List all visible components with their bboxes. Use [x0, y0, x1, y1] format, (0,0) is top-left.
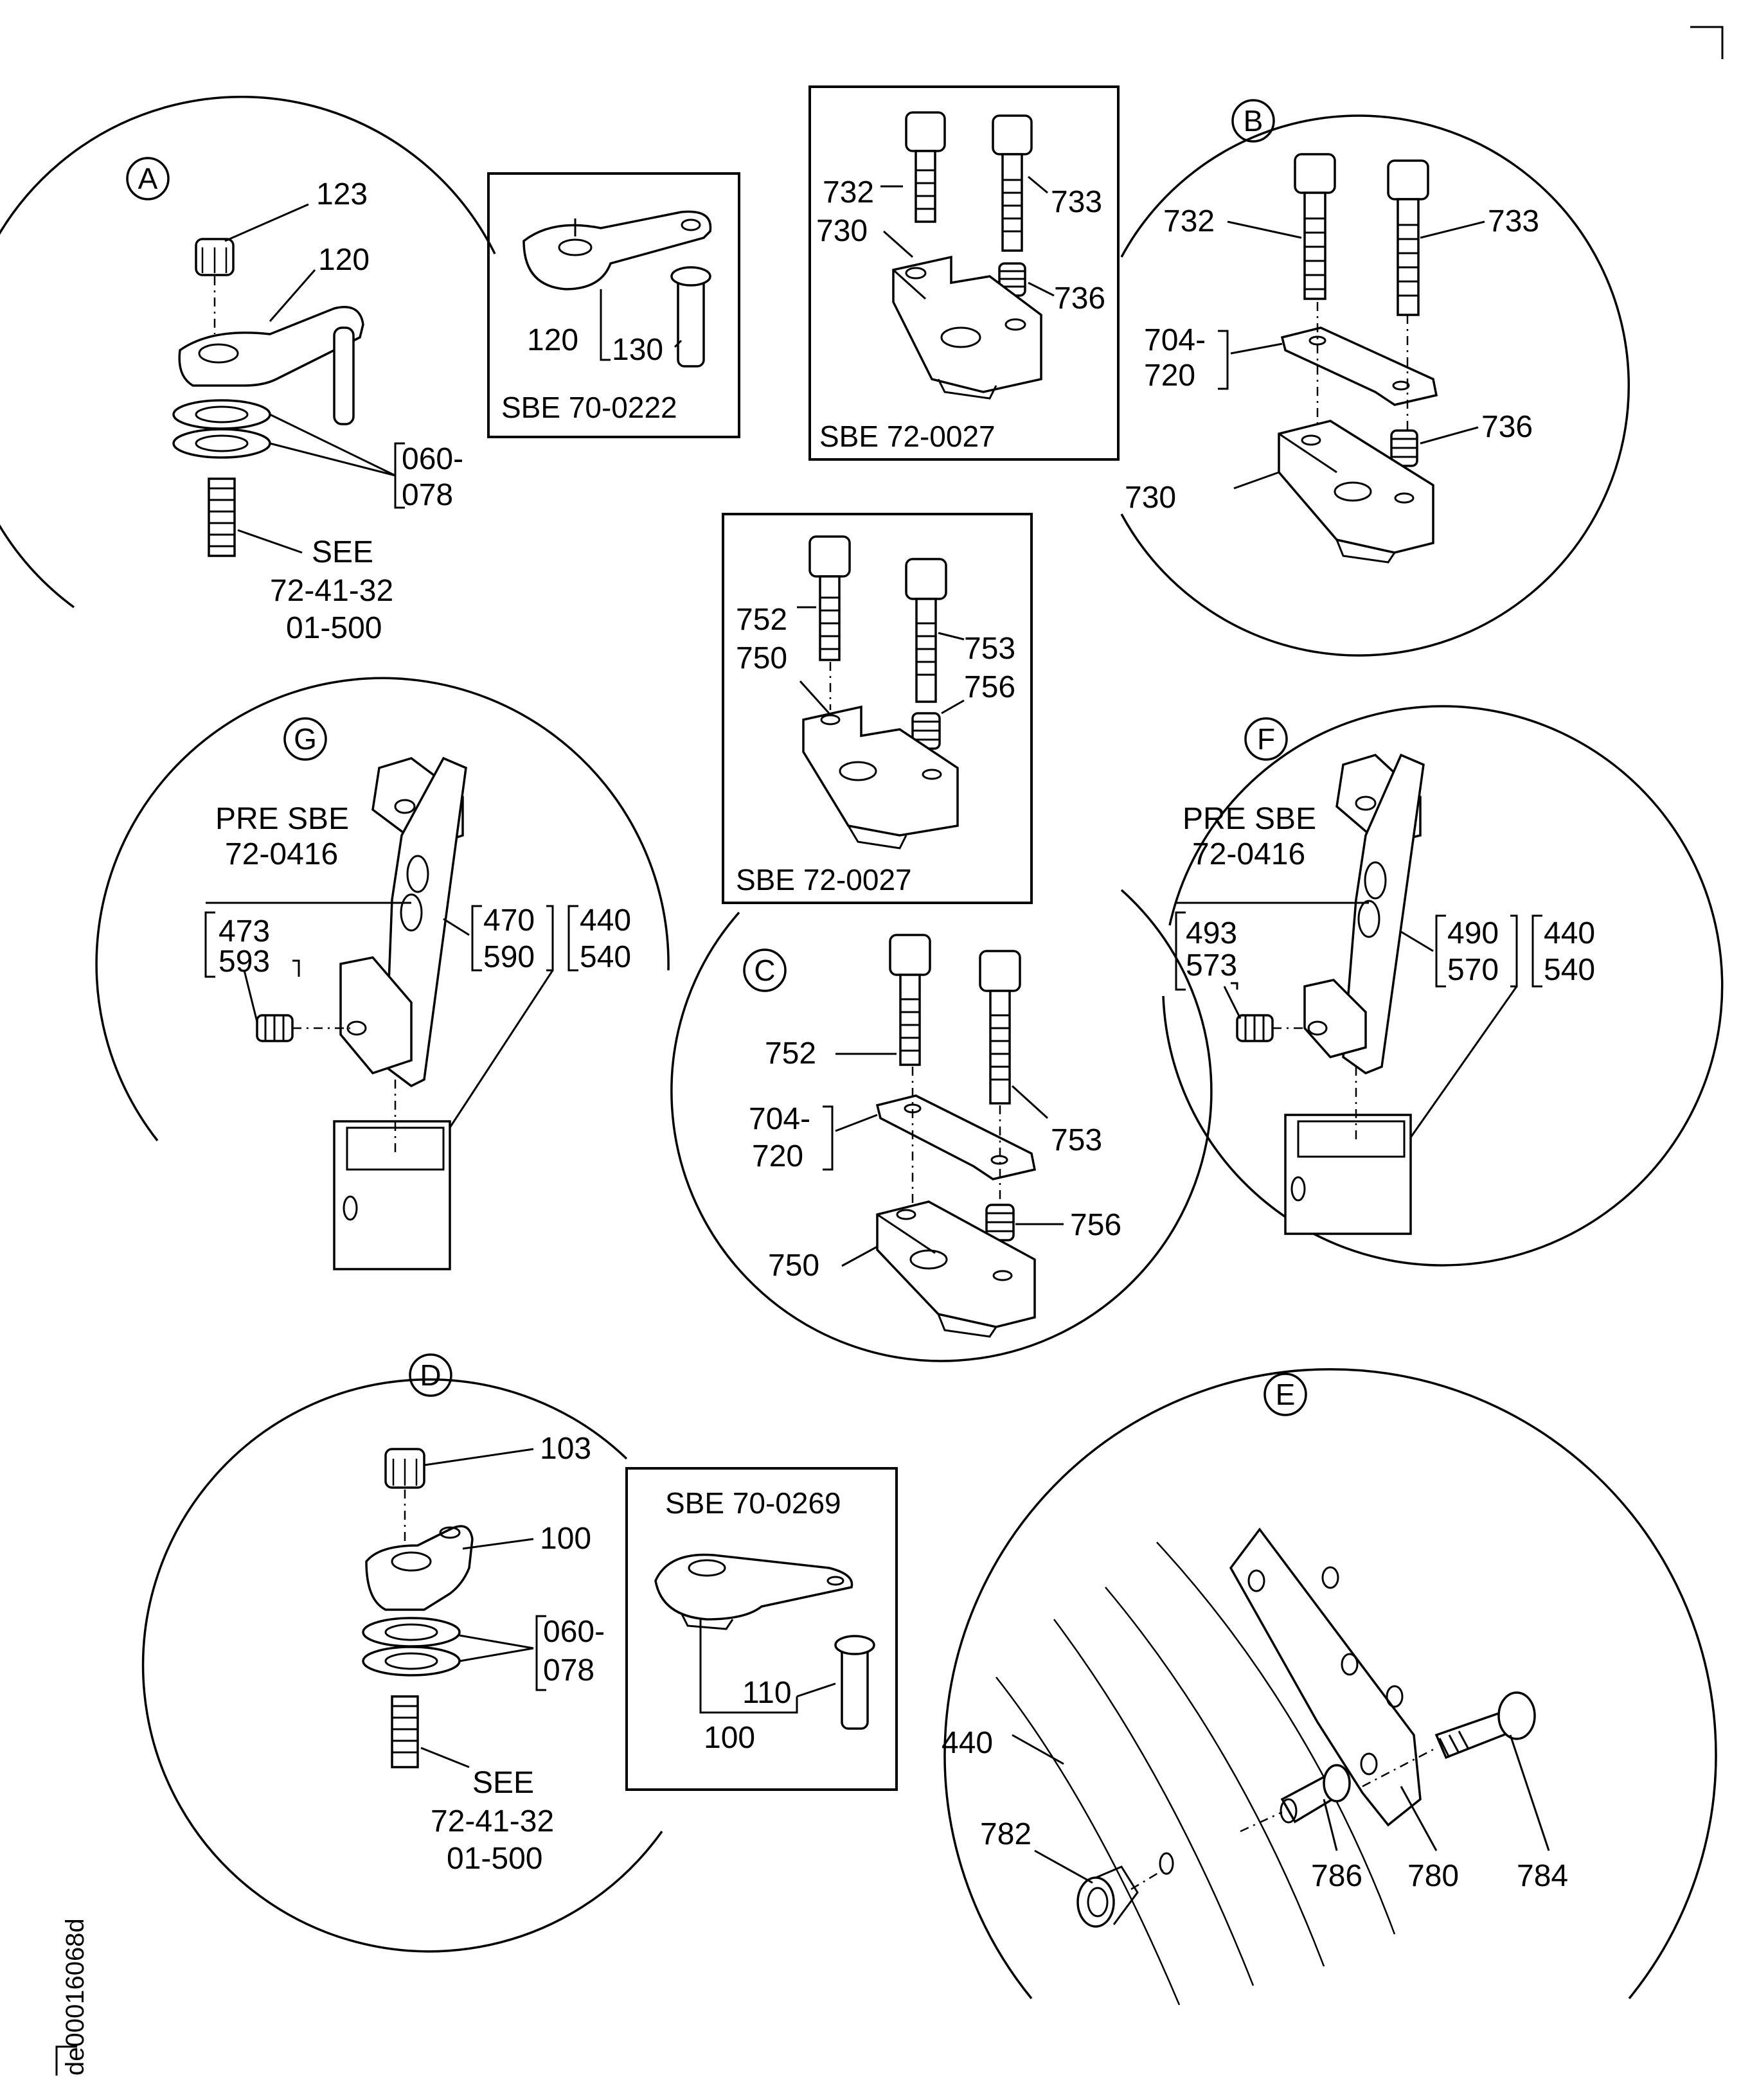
label-inset-a-130: 130 [612, 333, 663, 367]
label-a-060: 060- [402, 442, 463, 476]
label-sbe-70-0269: SBE 70-0269 [665, 1486, 841, 1520]
label-inset-b-730: 730 [816, 214, 868, 248]
view-b: B 732 733 704- 720 736 730 [1120, 99, 1630, 657]
label-d-see-2: 72-41-32 [431, 1804, 554, 1838]
label-a-123: 123 [316, 177, 368, 211]
label-d-100: 100 [540, 1522, 591, 1556]
label-d-060: 060- [543, 1615, 605, 1649]
label-sbe-72-0027-c: SBE 72-0027 [736, 863, 912, 896]
label-inset-b-732: 732 [823, 175, 874, 209]
label-d-see-3: 01-500 [447, 1842, 542, 1876]
drawing-code: de00016068d [55, 1918, 89, 2076]
label-f-573: 573 [1186, 948, 1237, 983]
view-d-callout: D [420, 1358, 441, 1392]
label-g-590: 590 [483, 940, 535, 974]
label-b-733: 733 [1488, 204, 1539, 238]
label-c-753: 753 [1051, 1123, 1102, 1157]
label-f-493: 493 [1186, 916, 1237, 950]
label-c-756: 756 [1070, 1208, 1121, 1242]
label-sbe-72-0027-b: SBE 72-0027 [819, 420, 995, 453]
label-g-473: 473 [219, 914, 270, 948]
label-f-pre-2: 72-0416 [1192, 837, 1305, 871]
label-d-see-1: SEE [472, 1766, 534, 1800]
label-a-see-2: 72-41-32 [270, 574, 393, 608]
label-e-440: 440 [942, 1726, 993, 1760]
label-inset-c-756: 756 [964, 670, 1015, 704]
label-inset-d-110: 110 [742, 1676, 792, 1710]
drawing-code-text: de00016068d [61, 1918, 89, 2076]
label-g-470: 470 [483, 903, 535, 938]
label-inset-c-752: 752 [736, 603, 787, 637]
inset-sbe-72-0027-c: 752 750 753 756 SBE 72-0027 [722, 513, 1033, 904]
view-f-callout: F [1257, 722, 1275, 756]
view-a-callout: A [138, 162, 158, 195]
label-a-see-1: SEE [312, 535, 373, 569]
label-b-736: 736 [1481, 410, 1533, 444]
inset-sbe-70-0222: 120 130 SBE 70-0222 [487, 172, 740, 438]
corner-mark [1690, 26, 1724, 59]
view-a-callout-ring [126, 157, 170, 200]
label-a-078: 078 [402, 478, 453, 512]
label-inset-b-733: 733 [1051, 185, 1102, 219]
view-e: E 784 780 786 782 [942, 1368, 1717, 2006]
view-c-callout: C [754, 954, 775, 987]
label-b-732: 732 [1163, 204, 1215, 238]
view-g-callout: G [294, 722, 317, 756]
label-e-782: 782 [980, 1817, 1031, 1851]
view-g-circle [95, 677, 670, 1142]
label-c-750: 750 [768, 1249, 819, 1283]
label-g-540: 540 [580, 940, 631, 974]
label-inset-c-753: 753 [964, 632, 1015, 666]
label-f-540: 540 [1544, 953, 1595, 987]
label-inset-c-750: 750 [736, 641, 787, 675]
view-a-circle [0, 95, 496, 609]
view-c: C 752 753 704- 720 756 750 [670, 889, 1213, 1362]
label-c-720: 720 [752, 1139, 803, 1173]
label-inset-b-736: 736 [1054, 281, 1105, 316]
arm-120 [178, 306, 364, 387]
label-e-786: 786 [1311, 1859, 1362, 1893]
label-f-570: 570 [1447, 953, 1499, 987]
label-g-440: 440 [580, 903, 631, 938]
view-a: A 123 120 060- 078 SEE 72-41-32 01-500 [0, 95, 496, 645]
inset-sbe-70-0269: SBE 70-0269 110 100 [625, 1467, 898, 1791]
label-g-593: 593 [219, 945, 270, 979]
label-c-752: 752 [765, 1037, 816, 1071]
label-d-078: 078 [543, 1653, 594, 1687]
view-d-circle [141, 1378, 663, 1953]
label-d-103: 103 [540, 1432, 591, 1466]
view-b-circle [1120, 114, 1630, 657]
inset-sbe-72-0027-b: 732 733 730 736 SBE 72-0027 [808, 85, 1120, 461]
view-b-callout: B [1244, 104, 1263, 138]
view-e-callout: E [1276, 1378, 1296, 1411]
label-f-490: 490 [1447, 916, 1499, 950]
label-inset-d-100: 100 [704, 1721, 755, 1755]
label-g-pre-1: PRE SBE [215, 802, 349, 836]
label-f-440: 440 [1544, 916, 1595, 950]
label-g-pre-2: 72-0416 [225, 837, 338, 871]
label-e-784: 784 [1517, 1859, 1568, 1893]
label-a-see-3: 01-500 [286, 611, 382, 645]
view-d: D 103 100 060- 078 SEE 72-41-32 01-500 [141, 1353, 663, 1953]
label-e-780: 780 [1407, 1859, 1459, 1893]
label-a-120: 120 [318, 243, 370, 277]
label-b-704: 704- [1144, 323, 1206, 357]
view-c-circle [670, 889, 1213, 1362]
label-b-720: 720 [1144, 359, 1195, 393]
label-c-704: 704- [749, 1102, 810, 1136]
view-e-circle [943, 1368, 1717, 2000]
label-f-pre-1: PRE SBE [1183, 802, 1316, 836]
view-f: F PRE SBE 72-0416 493 573 490 570 440 54… [1162, 705, 1724, 1267]
view-g: G PRE SBE 72-0416 473 593 470 590 440 54… [95, 677, 670, 1270]
label-inset-a-120: 120 [527, 323, 578, 357]
label-b-730: 730 [1125, 481, 1176, 515]
label-sbe-70-0222: SBE 70-0222 [501, 391, 677, 424]
